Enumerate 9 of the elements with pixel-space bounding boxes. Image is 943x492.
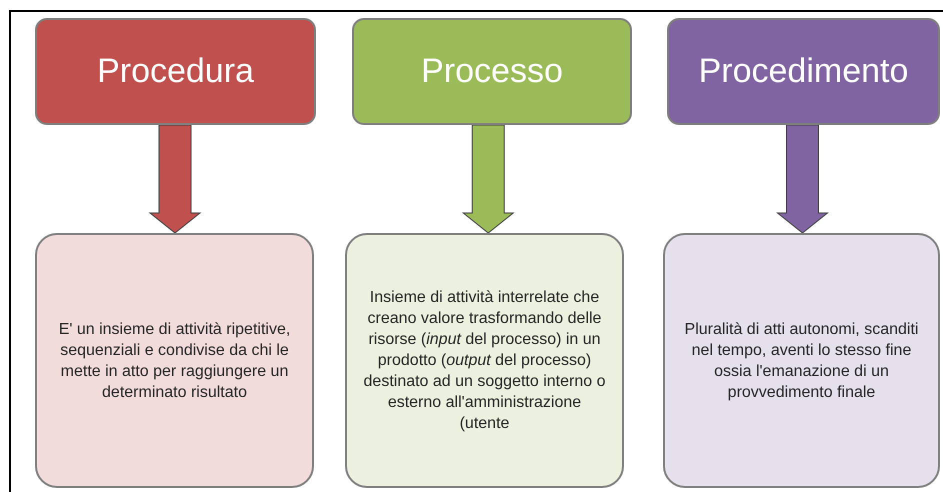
- arrow: [462, 124, 515, 234]
- description-box: E' un insieme di attività ripetitive, sequenziali e condivise da chi le mette in atto per raggiungere un determinato risultato: [35, 233, 314, 488]
- title-box: Processo: [352, 18, 632, 125]
- arrow: [776, 124, 829, 234]
- description-box: Pluralità di atti autonomi, scanditi nel tempo, aventi lo stesso fine ossia l'emanazione di un provvedimento finale: [663, 233, 940, 488]
- arrow: [148, 124, 202, 234]
- title-box: Procedura: [35, 18, 316, 125]
- title-box: Procedimento: [667, 18, 940, 125]
- description-box: Insieme di attività interrelate che creano valore trasformando delle risorse (input del processo) in un prodotto (output del processo) destinato ad un soggetto interno o esterno all'amministrazione (utente: [345, 233, 624, 488]
